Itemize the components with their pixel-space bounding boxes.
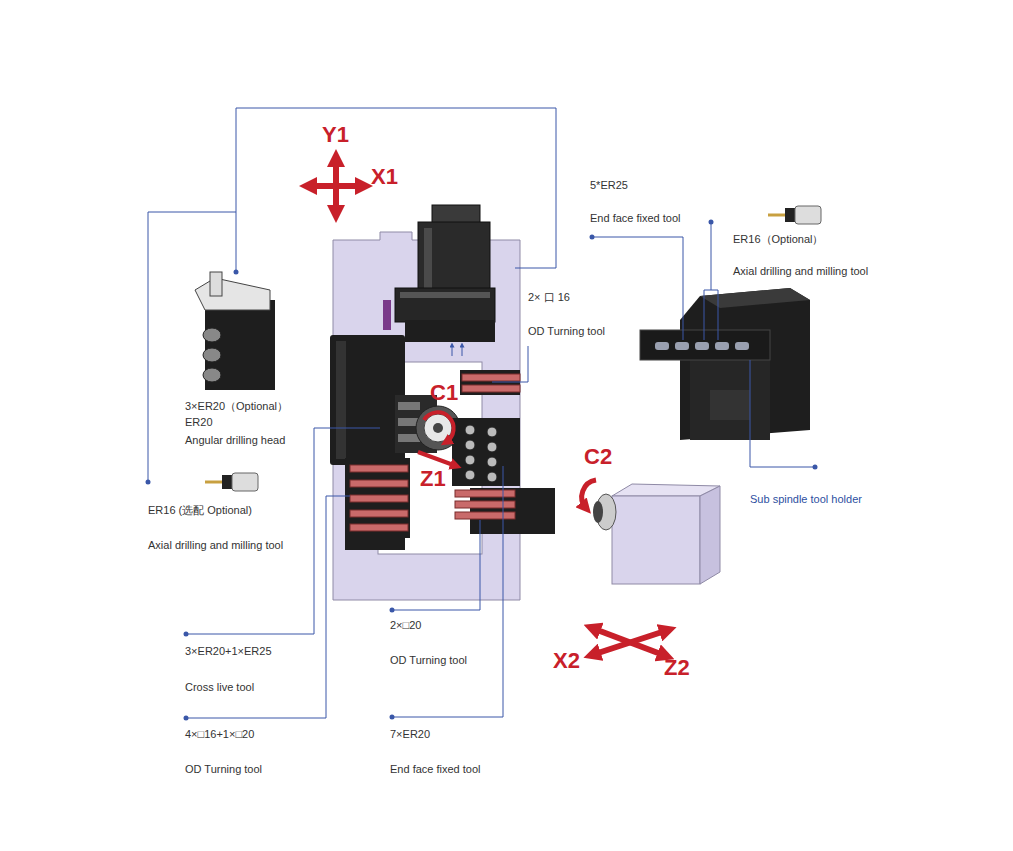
tool-name: End face fixed tool: [390, 762, 481, 776]
part-name: Sub spindle tool holder: [750, 492, 862, 506]
tool-name: OD Turning tool: [528, 324, 605, 338]
axis-label: X2: [553, 648, 580, 674]
tool-name: OD Turning tool: [185, 762, 262, 776]
tool-spec: 4×□16+1×□20: [185, 727, 254, 741]
leader-lines: [148, 108, 815, 718]
axis-label: Z2: [664, 655, 690, 681]
tool-spec: ER16 (选配 Optional): [148, 503, 252, 517]
tool-name: Cross live tool: [185, 680, 254, 694]
sub-spindle: [593, 484, 720, 584]
coolant-arrows: [452, 345, 462, 356]
tool-spec: 2× 口 16: [528, 290, 570, 304]
tool-spec: ER20: [185, 415, 213, 429]
tool-spec: 5*ER25: [590, 178, 628, 192]
tool-spec: 7×ER20: [390, 727, 430, 741]
axis-label: Y1: [322, 122, 349, 148]
axis-arrows: [308, 158, 668, 656]
axis-label: C1: [430, 380, 458, 406]
tool-name: End face fixed tool: [590, 211, 681, 225]
er16-tool-icon: [768, 206, 821, 224]
tool-name: Axial drilling and milling tool: [733, 264, 868, 278]
leader-dots: [146, 220, 818, 721]
sub-spindle-tool-holder: [640, 288, 810, 440]
tool-name: Axial drilling and milling tool: [148, 538, 283, 552]
tool-spec: ER16（Optional）: [733, 232, 824, 246]
cross-live-tool-block: [330, 335, 437, 465]
tool-spec: 3×ER20（Optional）: [185, 399, 288, 413]
tool-name: Angular drilling head: [185, 433, 285, 447]
tool-name: OD Turning tool: [390, 653, 467, 667]
tool-spec: 3×ER20+1×ER25: [185, 644, 272, 658]
axis-label: X1: [371, 164, 398, 190]
tool-spec: 2×□20: [390, 618, 421, 632]
angular-drilling-head: [195, 272, 275, 390]
axis-label: C2: [584, 444, 612, 470]
od-turning-tool-stack: [345, 458, 410, 550]
y-axis-motor: [383, 205, 495, 342]
axis-label: Z1: [420, 466, 446, 492]
er16-tool-icon: [205, 473, 258, 491]
